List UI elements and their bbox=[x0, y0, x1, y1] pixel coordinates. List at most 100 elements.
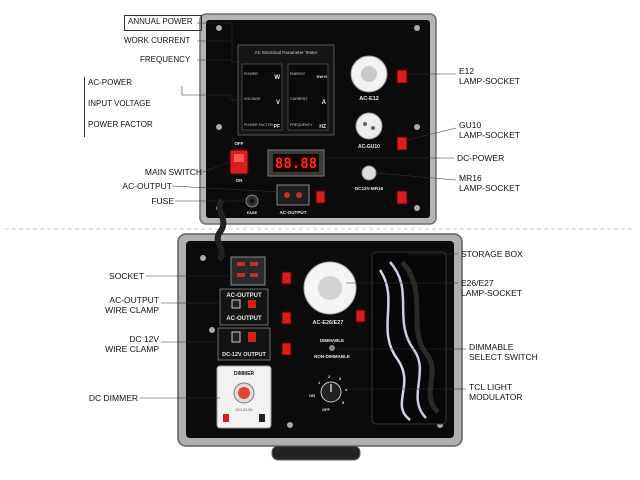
outlet-icon[interactable] bbox=[276, 184, 310, 206]
screw-icon bbox=[414, 25, 420, 31]
display-value: 88.88 bbox=[275, 156, 317, 172]
socket-callout: SOCKET bbox=[109, 271, 144, 281]
ac-output-clamp-1-label: AC-OUTPUT bbox=[226, 293, 262, 299]
knob-on-label: ON bbox=[309, 393, 315, 398]
dc-power-callout: DC-POWER bbox=[457, 153, 505, 163]
toggle-icon[interactable] bbox=[281, 271, 292, 285]
storage-box bbox=[371, 251, 447, 425]
ac-output-callout: AC-OUTPUT bbox=[122, 181, 172, 191]
power-cord bbox=[400, 260, 440, 414]
dc12v-wire-clamp[interactable]: DC-12V OUTPUT bbox=[217, 327, 271, 361]
toggle-icon[interactable] bbox=[281, 342, 292, 356]
outlet-icon[interactable] bbox=[230, 256, 266, 286]
clamp-icon[interactable] bbox=[231, 299, 241, 309]
annual-power-callout: ANNUAL POWER bbox=[124, 15, 202, 31]
ac-output-clamp-2-label: AC-OUTPUT bbox=[226, 316, 262, 322]
fuse[interactable]: FASE bbox=[245, 194, 259, 215]
test-lead bbox=[389, 261, 427, 419]
knob-mark-4: 4 bbox=[345, 387, 348, 392]
toggle-icon[interactable] bbox=[396, 190, 408, 205]
input-voltage-callout: INPUT VOLTAGE bbox=[88, 99, 151, 108]
power-cord bbox=[214, 198, 227, 263]
clamp-icon[interactable] bbox=[248, 300, 256, 308]
screw-icon bbox=[200, 255, 206, 261]
lower-base: AC-OUTPUT AC-OUTPUT DC-12V OUTPUT DIMMER… bbox=[177, 198, 463, 461]
toggle-icon[interactable] bbox=[281, 311, 292, 325]
switch-on-label: ON bbox=[236, 178, 243, 183]
knob-mark-5: 5 bbox=[342, 400, 345, 405]
parameter-meter: AC Electrical Parameter Tester POWER VOL… bbox=[237, 44, 335, 136]
non-dimmable-label: NON-DIMMABLE bbox=[314, 354, 350, 359]
work-current-callout: WORK CURRENT bbox=[124, 36, 191, 45]
leader-lines bbox=[140, 22, 466, 399]
dc-dimmer[interactable]: DIMMER DC12V-5A bbox=[216, 365, 272, 429]
knob-mark-2: 2 bbox=[328, 374, 331, 379]
toggle-icon[interactable] bbox=[315, 190, 326, 204]
unit-v: V bbox=[276, 100, 280, 106]
dc-power-display: 88.88 bbox=[267, 149, 325, 177]
ac-e26-label: AC-E26/E27 bbox=[313, 320, 344, 326]
main-switch[interactable]: OFF ON bbox=[229, 141, 249, 183]
clamp-icon[interactable] bbox=[231, 331, 241, 343]
screw-icon bbox=[414, 205, 420, 211]
power-factor-callout: POWER FACTOR bbox=[88, 120, 153, 129]
knob-off-label: OFF bbox=[322, 407, 331, 412]
dimmer-knob-icon[interactable] bbox=[238, 387, 250, 399]
meter-voltage-label: VOLTAGE bbox=[244, 97, 261, 101]
switch-off-label: OFF bbox=[235, 141, 244, 146]
unit-pf: PF bbox=[274, 124, 280, 130]
unit-a: A bbox=[322, 100, 327, 106]
frequency-callout: FREQUENCY bbox=[140, 55, 191, 64]
dimmer-label: DIMMER bbox=[234, 371, 255, 377]
display-screen bbox=[273, 154, 319, 172]
gu10-socket[interactable]: AC-GU10 bbox=[355, 112, 408, 151]
tcl-light-modulator[interactable]: ON OFF 1 2 3 4 5 bbox=[309, 374, 348, 412]
meter-screen-right bbox=[287, 63, 329, 131]
screw-icon bbox=[216, 25, 222, 31]
e26-socket[interactable]: AC-E26/E27 bbox=[303, 261, 357, 326]
unit-w: W bbox=[274, 75, 280, 81]
select-switch-icon[interactable] bbox=[329, 345, 335, 351]
dc-dimmer-callout: DC DIMMER bbox=[88, 393, 138, 403]
screw-icon bbox=[287, 422, 293, 428]
fase-label: FASE bbox=[247, 210, 258, 215]
handle bbox=[271, 445, 361, 461]
toggle-icon[interactable] bbox=[396, 69, 408, 84]
toggle-icon[interactable] bbox=[396, 136, 408, 151]
ac-output-wire-clamp[interactable]: AC-OUTPUT AC-OUTPUT bbox=[219, 288, 269, 326]
ac-e12-label: AC-E12 bbox=[359, 96, 379, 102]
test-lead bbox=[378, 269, 411, 421]
dimmer-spec: DC12V-5A bbox=[236, 408, 254, 412]
fuse-callout: FUSE bbox=[151, 196, 174, 206]
socket[interactable] bbox=[230, 256, 266, 286]
e12-socket[interactable]: AC-E12 bbox=[350, 55, 408, 102]
unit-hz: HZ bbox=[319, 124, 326, 130]
clamp-icon[interactable] bbox=[248, 332, 256, 342]
meter-screen-left bbox=[241, 63, 283, 131]
ac-output-socket[interactable]: AC-OUTPUT bbox=[276, 184, 310, 215]
toggle-icon[interactable] bbox=[355, 309, 366, 323]
knob-mark-1: 1 bbox=[318, 380, 321, 385]
lamp-socket-icon[interactable] bbox=[355, 112, 383, 140]
dc12v-output-label: DC-12V OUTPUT bbox=[222, 352, 266, 358]
meter-freq-label: FREQUENCY bbox=[290, 123, 313, 127]
ac-power-callout: AC-POWER bbox=[88, 78, 132, 87]
lamp-socket-icon[interactable] bbox=[361, 165, 377, 181]
screw-icon bbox=[414, 124, 420, 130]
upper-lid: AC Electrical Parameter Tester POWER VOL… bbox=[199, 13, 437, 225]
dimmable-select-switch[interactable]: DIMMABLE NON-DIMMABLE bbox=[314, 338, 350, 359]
screw-icon bbox=[209, 327, 215, 333]
storage-box-callout: STORAGE BOX bbox=[461, 249, 523, 259]
unit-kwh: KW·H bbox=[317, 75, 328, 79]
meter-power-label: POWER bbox=[244, 72, 258, 76]
main-switch-callout: MAIN SWITCH bbox=[144, 167, 202, 177]
